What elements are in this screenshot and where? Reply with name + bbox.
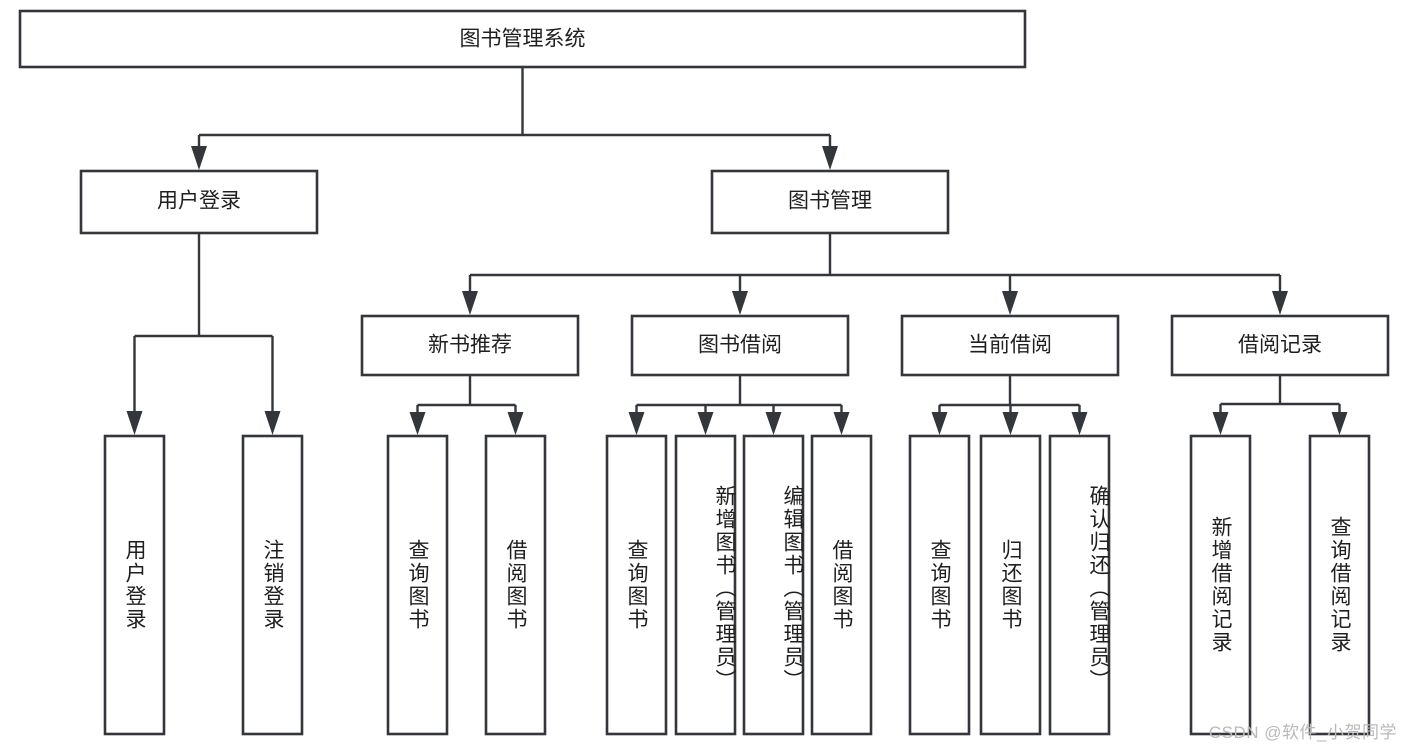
- arrow-new-books-to-leaf2: [507, 412, 524, 435]
- arrow-new-books-to-leaf1: [409, 412, 426, 435]
- csdn-watermark: CSDN @软件_小贺同学: [1208, 723, 1397, 742]
- arrow-user-login-to-leaf2: [264, 411, 281, 435]
- node-new-book-recommend[interactable]: 新书推荐: [360, 314, 580, 377]
- node-book-borrow[interactable]: 图书借阅: [630, 314, 850, 377]
- connectors-layer: [126, 67, 1348, 435]
- leaf-box-return-book[interactable]: [979, 434, 1042, 736]
- leaf-box-add-book-admin[interactable]: [674, 434, 737, 736]
- arrow-borrow-to-leaf2: [697, 412, 714, 435]
- node-root-box[interactable]: [18, 9, 1027, 69]
- node-current-borrow-box[interactable]: [900, 314, 1120, 377]
- leaf-box-query-book-new[interactable]: [386, 434, 449, 736]
- arrow-records-to-leaf1: [1212, 412, 1229, 435]
- node-borrow-records[interactable]: 借阅记录: [1170, 314, 1390, 377]
- leaf-box-borrow-book-new[interactable]: [484, 434, 547, 736]
- node-book-management[interactable]: 图书管理: [710, 169, 950, 235]
- arrow-user-login-to-leaf1: [126, 411, 143, 435]
- node-book-management-label: 图书管理: [788, 190, 872, 213]
- leaf-box-edit-book-admin[interactable]: [742, 434, 805, 736]
- leaf-box-borrow-book[interactable]: [810, 434, 873, 736]
- node-root[interactable]: 图书管理系统: [18, 9, 1027, 69]
- leaf-box-add-borrow-record[interactable]: [1189, 434, 1252, 736]
- leaf-boxes-layer: [103, 434, 1371, 736]
- node-book-borrow-label: 图书借阅: [698, 334, 782, 357]
- leaf-box-query-borrow-record[interactable]: [1308, 434, 1371, 736]
- node-borrow-records-label: 借阅记录: [1238, 334, 1322, 357]
- leaf-box-query-book-current[interactable]: [908, 434, 971, 736]
- node-user-login[interactable]: 用户登录: [79, 169, 319, 235]
- arrow-current-to-leaf3: [1071, 412, 1088, 435]
- arrow-records-to-leaf2: [1331, 412, 1348, 435]
- leaf-box-user-login[interactable]: [103, 434, 166, 736]
- node-new-book-recommend-box[interactable]: [360, 314, 580, 377]
- arrow-borrow-to-leaf1: [628, 412, 645, 435]
- node-new-book-recommend-label: 新书推荐: [428, 334, 512, 357]
- node-current-borrow[interactable]: 当前借阅: [900, 314, 1120, 377]
- node-user-login-label: 用户登录: [157, 190, 241, 213]
- node-user-login-box[interactable]: [79, 169, 319, 235]
- node-current-borrow-label: 当前借阅: [968, 334, 1052, 357]
- arrow-root-to-user-login: [191, 146, 207, 170]
- arrow-book-mgmt-to-current: [1002, 291, 1018, 315]
- arrow-current-to-leaf1: [931, 412, 948, 435]
- arrow-book-mgmt-to-new-books: [462, 291, 478, 315]
- arrow-borrow-to-leaf3: [765, 412, 782, 435]
- node-root-label: 图书管理系统: [460, 28, 586, 51]
- leaf-box-query-book-borrow[interactable]: [605, 434, 668, 736]
- node-book-borrow-box[interactable]: [630, 314, 850, 377]
- leaf-box-confirm-return-admin[interactable]: [1048, 434, 1111, 736]
- arrow-book-mgmt-to-records: [1272, 291, 1288, 315]
- arrow-root-to-book-mgmt: [822, 146, 838, 170]
- arrow-borrow-to-leaf4: [833, 412, 850, 435]
- arrow-book-mgmt-to-borrow: [732, 291, 748, 315]
- leaf-box-logout[interactable]: [241, 434, 304, 736]
- node-borrow-records-box[interactable]: [1170, 314, 1390, 377]
- arrow-current-to-leaf2: [1002, 412, 1019, 435]
- node-book-management-box[interactable]: [710, 169, 950, 235]
